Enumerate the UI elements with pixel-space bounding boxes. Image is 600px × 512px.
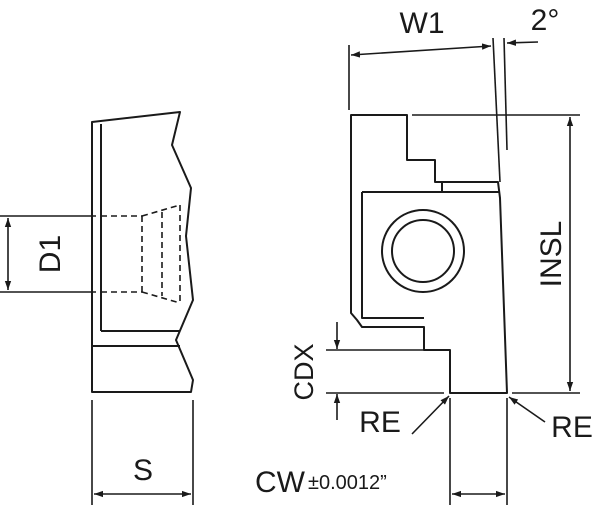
front-view-pocket [361, 182, 443, 319]
cw-dimension [449, 398, 508, 505]
cw-label: CW±0.0012” [255, 466, 387, 499]
insl-label: INSL [535, 221, 568, 288]
side-view-outline [91, 111, 194, 393]
s-label: S [133, 454, 153, 487]
front-view-outline [350, 114, 508, 394]
re-right-label: RE [551, 411, 593, 444]
angle-label: 2° [531, 4, 560, 37]
front-view [350, 114, 508, 394]
re-left-label: RE [359, 406, 401, 439]
side-view [91, 111, 194, 393]
w1-dimension [348, 37, 539, 183]
center-hole-inner [391, 219, 455, 283]
cdx-label: CDX [289, 343, 319, 400]
w1-label: W1 [400, 7, 445, 40]
d1-dimension [0, 215, 96, 293]
cw-tolerance: ±0.0012” [308, 472, 387, 494]
s-dimension [91, 400, 194, 505]
center-hole-outer [381, 209, 465, 293]
re-leaders [411, 395, 546, 435]
cw-symbol: CW [255, 466, 306, 499]
d1-label: D1 [34, 235, 67, 273]
hidden-bore-lines [101, 204, 181, 304]
insl-dimension [412, 114, 580, 394]
cdx-dimension [326, 322, 450, 420]
